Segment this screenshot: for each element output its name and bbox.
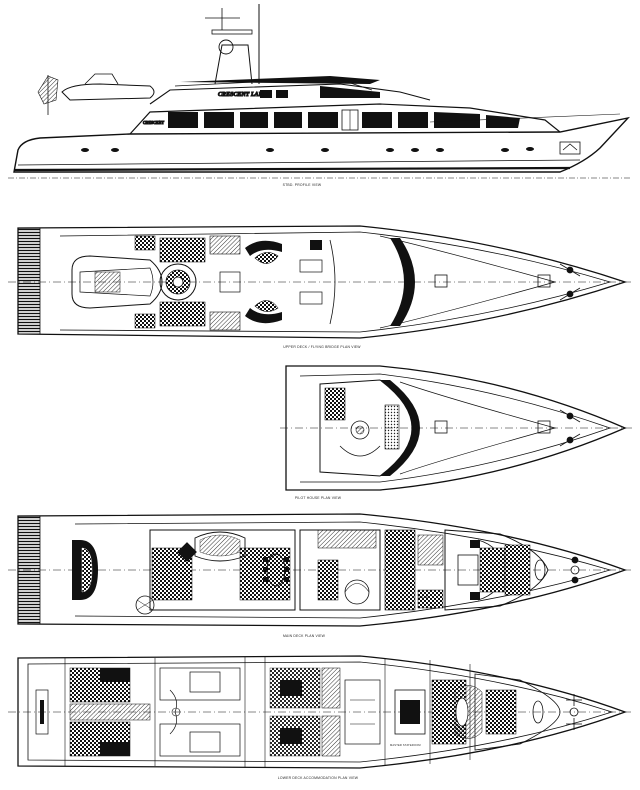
hull-nameplate: CRESCENT [143,120,164,125]
frame-lines [64,657,471,767]
master-label: MASTER STATEROOM [390,743,421,747]
upper-deck-caption: UPPER DECK / FLYING BRIDGE PLAN VIEW [283,345,361,349]
main-deck-windows [168,112,520,128]
portholes [81,147,534,152]
upper-deck-windows [260,86,380,98]
lower-deck-plan: MASTER STATEROOM [8,655,632,769]
upper-deck-plan [8,225,632,339]
main-deck-caption: MAIN DECK PLAN VIEW [283,634,326,638]
profile-view: CRESCENT CRESCENT LADY [8,4,631,179]
vessel-name: CRESCENT LADY [218,92,268,98]
pilot-house-caption: PILOT HOUSE PLAN VIEW [295,496,342,500]
main-deck-plan: GALLEY [8,513,632,627]
pilot-house-plan [280,365,632,491]
lower-deck-caption: LOWER DECK ACCOMMODATION PLAN VIEW [278,776,359,780]
anchor-windlass [559,263,581,301]
profile-caption: STBD. PROFILE VIEW [283,183,322,187]
galley-label: GALLEY [418,595,430,599]
